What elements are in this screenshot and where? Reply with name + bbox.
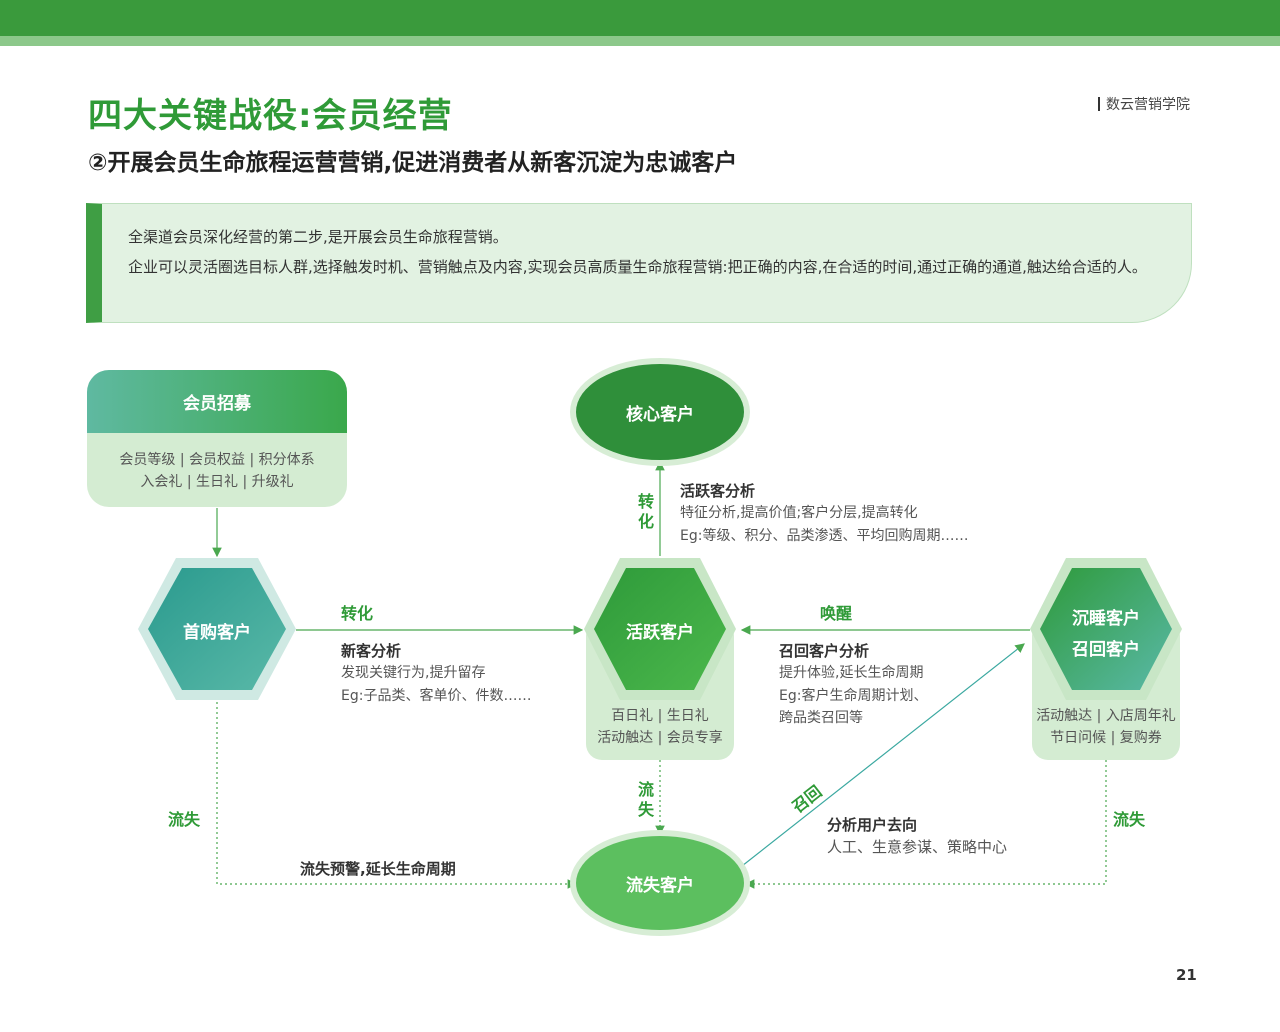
new-analysis-line-1: 发现关键行为,提升留存 — [341, 665, 486, 681]
user-direction-title: 分析用户去向 — [827, 816, 918, 834]
first-buy-label: 首购客户 — [183, 623, 251, 643]
recall-analysis-title: 召回客户分析 — [779, 642, 870, 660]
label-wake: 唤醒 — [820, 604, 853, 623]
first-buy-hexagon — [138, 558, 296, 700]
dormant-label-2: 召回客户 — [1072, 640, 1140, 660]
active-line-1: 百日礼 | 生日礼 — [611, 708, 709, 724]
recruit-card: 会员招募 会员等级 | 会员权益 | 积分体系 入会礼 | 生日礼 | 升级礼 — [87, 370, 347, 507]
dormant-label-1: 沉睡客户 — [1072, 609, 1140, 629]
intro-line-1: 全渠道会员深化经营的第二步,是开展会员生命旅程营销。 — [128, 228, 508, 246]
lost-warning-text: 流失预警,延长生命周期 — [300, 860, 456, 878]
active-sub: 百日礼 | 生日礼 活动触达 | 会员专享 — [586, 705, 734, 749]
new-analysis-line-2: Eg:子品类、客单价、件数…… — [341, 688, 532, 704]
active-label: 活跃客户 — [626, 623, 694, 643]
active-line-2: 活动触达 | 会员专享 — [597, 730, 723, 746]
dormant-hexagon — [1030, 558, 1182, 700]
recall-analysis-line-3: 跨品类召回等 — [779, 710, 863, 726]
page-number: 21 — [1176, 966, 1197, 984]
active-analysis-line-2: Eg:等级、积分、品类渗透、平均回购周期…… — [680, 528, 969, 544]
dormant-node: 沉睡客户 召回客户 — [1028, 556, 1184, 702]
label-lost-right: 流失 — [1113, 810, 1146, 829]
active-analysis-title: 活跃客分析 — [680, 482, 756, 500]
arrow-lost-to-dormant — [741, 643, 1025, 867]
label-lost-left: 流失 — [168, 810, 201, 829]
page-subtitle: ②开展会员生命旅程运营营销,促进消费者从新客沉淀为忠诚客户 — [88, 150, 738, 176]
dormant-sub: 活动触达 | 入店周年礼 节日问候 | 复购券 — [1032, 705, 1180, 749]
top-banner — [0, 0, 1280, 36]
label-lost-middle: 流失 — [637, 780, 654, 819]
new-analysis-title: 新客分析 — [341, 642, 402, 660]
label-convert-horizontal: 转化 — [341, 604, 374, 623]
intro-line-2: 企业可以灵活圈选目标人群,选择触发时机、营销触点及内容,实现会员高质量生命旅程营… — [128, 258, 1147, 276]
page-title: 四大关键战役:会员经营 — [88, 96, 453, 136]
brand-label: 数云营销学院 — [1098, 94, 1190, 114]
brand-divider — [1098, 97, 1100, 111]
intro-box: 全渠道会员深化经营的第二步,是开展会员生命旅程营销。 企业可以灵活圈选目标人群,… — [86, 203, 1192, 323]
first-buy-node: 首购客户 — [136, 556, 298, 702]
dormant-line-1: 活动触达 | 入店周年礼 — [1036, 708, 1176, 724]
arrow-dormant-to-lost — [744, 760, 1107, 889]
recall-analysis-line-2: Eg:客户生命周期计划、 — [779, 688, 928, 704]
active-analysis-line-1: 特征分析,提高价值;客户分层,提高转化 — [680, 505, 918, 521]
label-convert-vertical: 转化 — [637, 492, 654, 531]
recruit-line-2: 入会礼 | 生日礼 | 升级礼 — [140, 474, 294, 490]
active-node: 活跃客户 — [582, 556, 738, 702]
recruit-title: 会员招募 — [87, 370, 347, 433]
user-direction-line-1: 人工、生意参谋、策略中心 — [827, 838, 1008, 856]
active-hexagon — [584, 558, 736, 700]
lost-node: 流失客户 — [576, 836, 744, 930]
recall-analysis-line-1: 提升体验,延长生命周期 — [779, 665, 924, 681]
top-banner-stripe — [0, 36, 1280, 46]
recruit-line-1: 会员等级 | 会员权益 | 积分体系 — [119, 452, 315, 468]
brand-text: 数云营销学院 — [1106, 97, 1190, 113]
arrow-firstbuy-to-lost — [216, 702, 578, 889]
dormant-line-2: 节日问候 | 复购券 — [1050, 730, 1162, 746]
recruit-body: 会员等级 | 会员权益 | 积分体系 入会礼 | 生日礼 | 升级礼 — [87, 433, 347, 507]
core-node: 核心客户 — [576, 364, 744, 460]
